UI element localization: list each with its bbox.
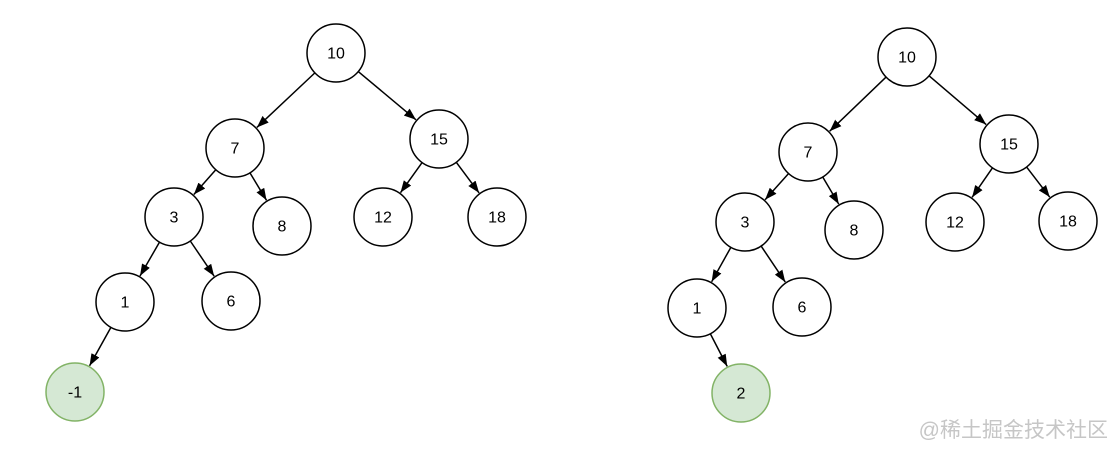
edge-7-to-3: [193, 169, 217, 196]
tree-node-6: 6: [772, 277, 832, 337]
edge-10-to-7: [256, 72, 316, 128]
tree-node-1: 1: [95, 272, 155, 332]
edge-7-to-3: [764, 173, 790, 201]
tree-node-2: 2: [711, 363, 771, 423]
tree-node-18: 18: [467, 187, 527, 247]
tree-node-8: 8: [252, 196, 312, 256]
node-circle: [409, 109, 469, 169]
edge-10-to-7: [829, 76, 887, 132]
node-label: 8: [278, 219, 287, 236]
tree-node-3: 3: [715, 192, 775, 252]
node-circle: [353, 187, 413, 247]
node-label: 10: [898, 50, 916, 67]
edge-3-to-6: [189, 240, 215, 277]
node-circle: [877, 27, 937, 87]
edge-7-to-8: [249, 172, 268, 201]
node-label: 3: [170, 210, 179, 227]
node-circle: [252, 196, 312, 256]
tree-node-8: 8: [824, 200, 884, 260]
node-label: 15: [430, 132, 448, 149]
node-circle: [772, 277, 832, 337]
node-circle: [1038, 191, 1098, 251]
node-circle: [467, 187, 527, 247]
node-circle: [824, 200, 884, 260]
node-circle: [205, 118, 265, 178]
watermark: @稀土掘金技术社区: [918, 419, 1108, 442]
node-label: 18: [1059, 214, 1077, 231]
node-circle: [144, 187, 204, 247]
node-circle: [715, 192, 775, 252]
tree-node-1: 1: [667, 278, 727, 338]
node-label: 7: [804, 145, 813, 162]
node-label: 18: [488, 210, 506, 227]
node-circle-highlighted: [45, 362, 105, 422]
right-tree: 10 7 15 3 8 12 18 1 6 2: [667, 27, 1098, 423]
node-label: -1: [68, 385, 82, 402]
tree-node-10: 10: [877, 27, 937, 87]
node-circle: [979, 114, 1039, 174]
edge-15-to-18: [1026, 166, 1051, 198]
edge-3-to-6: [760, 245, 786, 283]
node-label: 8: [850, 223, 859, 240]
edge-15-to-12: [399, 162, 423, 194]
tree-node-12: 12: [925, 192, 985, 252]
trees-root: 10 7 15 3 8 12 18 1 6 -1 10 7 15 3 8 12 18 1 6 2: [45, 23, 1098, 423]
edge-1-to-2: [709, 333, 728, 367]
edge-3-to-1: [139, 241, 161, 277]
tree-node--1: -1: [45, 362, 105, 422]
node-label: 2: [737, 386, 746, 403]
node-label: 10: [327, 46, 345, 63]
node-label: 3: [741, 215, 750, 232]
node-circle: [306, 23, 366, 83]
left-tree: 10 7 15 3 8 12 18 1 6 -1: [45, 23, 527, 422]
tree-node-6: 6: [201, 271, 261, 331]
edge-3-to-1: [710, 246, 732, 283]
node-label: 15: [1000, 137, 1018, 154]
node-label: 1: [121, 295, 130, 312]
edge-7-to-8: [822, 176, 840, 205]
tree-node-7: 7: [778, 122, 838, 182]
node-label: 6: [798, 300, 807, 317]
edge-15-to-18: [455, 161, 480, 194]
node-circle: [95, 272, 155, 332]
edge-15-to-12: [971, 167, 994, 198]
node-label: 7: [231, 141, 240, 158]
tree-node-7: 7: [205, 118, 265, 178]
node-circle-highlighted: [711, 363, 771, 423]
node-circle: [201, 271, 261, 331]
edge-10-to-15: [928, 75, 987, 126]
edge-10-to-15: [357, 71, 417, 121]
node-circle: [667, 278, 727, 338]
node-label: 1: [693, 301, 702, 318]
node-circle: [778, 122, 838, 182]
tree-node-12: 12: [353, 187, 413, 247]
tree-node-15: 15: [979, 114, 1039, 174]
edge-1-to--1: [88, 326, 112, 367]
node-label: 12: [374, 210, 392, 227]
node-label: 6: [227, 294, 236, 311]
tree-node-18: 18: [1038, 191, 1098, 251]
node-circle: [925, 192, 985, 252]
node-label: 12: [946, 215, 964, 232]
tree-node-3: 3: [144, 187, 204, 247]
tree-node-10: 10: [306, 23, 366, 83]
tree-node-15: 15: [409, 109, 469, 169]
